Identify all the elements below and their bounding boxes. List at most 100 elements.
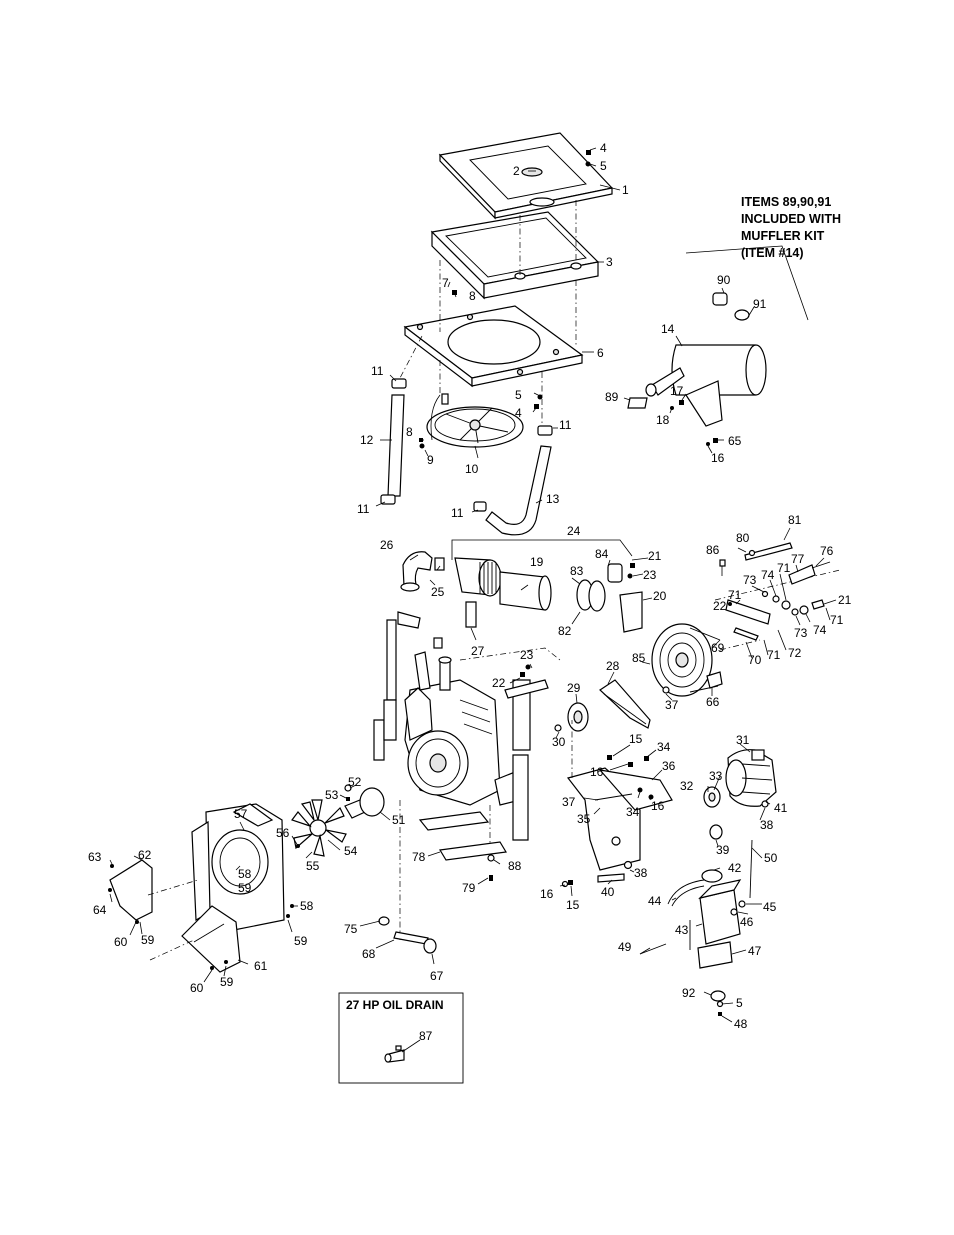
callout-50: 50 [764, 851, 778, 865]
lower-shroud-item-61 [181, 905, 241, 973]
callout-23-bracket: 23 [520, 648, 534, 662]
callout-61: 61 [254, 959, 268, 973]
callout-17: 17 [670, 384, 684, 398]
callout-6: 6 [597, 346, 604, 360]
callout-16-muffler: 16 [711, 451, 725, 465]
alternator-item-31 [703, 749, 777, 840]
callout-4-middle: 4 [515, 406, 522, 420]
fan-hub-item-51 [344, 784, 385, 819]
callout-79: 79 [462, 881, 476, 895]
callout-13: 13 [546, 492, 560, 506]
callout-90: 90 [717, 273, 731, 287]
callout-45: 45 [763, 900, 777, 914]
callout-85: 85 [632, 651, 646, 665]
callout-16-bracket-left: 16 [590, 765, 604, 779]
callout-7: 7 [442, 276, 449, 290]
callout-59-left: 59 [141, 933, 155, 947]
coolant-tank-item-43 [639, 839, 753, 1016]
callout-57: 57 [234, 807, 248, 821]
callout-86: 86 [706, 543, 720, 557]
muffler-kit-boundary [685, 245, 809, 321]
callout-27: 27 [471, 644, 485, 658]
callout-43: 43 [675, 923, 689, 937]
callout-37-bracket: 37 [562, 795, 576, 809]
left-bracket-rails [373, 611, 443, 761]
callout-14: 14 [661, 322, 675, 336]
callout-66: 66 [706, 695, 720, 709]
callout-41: 41 [774, 801, 788, 815]
oil-drain-hose-item-68 [147, 879, 437, 961]
callout-44: 44 [648, 894, 662, 908]
callout-83: 83 [570, 564, 584, 578]
callout-48: 48 [734, 1017, 748, 1031]
callout-68: 68 [362, 947, 376, 961]
callout-4-top: 4 [600, 141, 607, 155]
callout-59-lower: 59 [220, 975, 234, 989]
callout-labels: 1 2 3 4 5 6 7 8 11 5 4 12 8 9 11 10 11 1… [88, 141, 852, 1031]
callout-12: 12 [360, 433, 374, 447]
callout-70: 70 [748, 653, 762, 667]
callout-37-clutch: 37 [665, 698, 679, 712]
callout-76: 76 [820, 544, 834, 558]
callout-39: 39 [716, 843, 730, 857]
oil-drain-box-title: 27 HP OIL DRAIN [346, 998, 444, 1012]
callout-38-upper: 38 [760, 818, 774, 832]
muffler-note-line-2: INCLUDED WITH [741, 212, 841, 226]
muffler-note-line-3: MUFFLER KIT [741, 229, 825, 243]
callout-74-lower: 74 [813, 623, 827, 637]
callout-25: 25 [431, 585, 445, 599]
callout-11-upper-left: 11 [371, 364, 384, 378]
callout-63: 63 [88, 850, 102, 864]
clutch-item-69 [651, 623, 723, 697]
callout-77: 77 [791, 552, 805, 566]
callout-20: 20 [653, 589, 667, 603]
callout-71-upper: 71 [777, 561, 791, 575]
callout-81: 81 [788, 513, 802, 527]
plates-item-78 [418, 811, 507, 881]
oil-drain-box-callout: 87 [419, 1029, 433, 1043]
muffler-kit-parts [627, 292, 767, 446]
callout-21-intake: 21 [648, 549, 662, 563]
bolts-lower-middle [561, 860, 633, 888]
callout-5-lower: 5 [736, 996, 743, 1010]
callout-69: 69 [711, 641, 725, 655]
callout-1: 1 [622, 183, 629, 197]
callout-33: 33 [709, 769, 723, 783]
callout-23-intake: 23 [643, 568, 657, 582]
callout-18: 18 [656, 413, 670, 427]
callout-54: 54 [344, 844, 358, 858]
callout-75: 75 [344, 922, 358, 936]
muffler-note-line-4: (ITEM #14) [741, 246, 804, 260]
muffler-kit-note: ITEMS 89,90,91 INCLUDED WITH MUFFLER KIT… [741, 195, 841, 260]
callout-26: 26 [380, 538, 394, 552]
callout-8-lower: 8 [406, 425, 413, 439]
callout-34-upper: 34 [657, 740, 671, 754]
callout-16-bracket-right: 16 [651, 799, 665, 813]
callout-60-upper: 60 [114, 935, 128, 949]
callout-89: 89 [605, 390, 619, 404]
callout-56: 56 [276, 826, 290, 840]
callout-58-shroud: 58 [238, 867, 252, 881]
callout-59-shroud: 59 [238, 881, 252, 895]
callout-65: 65 [728, 434, 742, 448]
clutch-hardware-stack [714, 542, 841, 651]
callout-60-lower: 60 [190, 981, 204, 995]
callout-10: 10 [465, 462, 479, 476]
callout-24: 24 [567, 524, 581, 538]
callout-73-upper: 73 [743, 573, 757, 587]
callout-59-right: 59 [294, 934, 308, 948]
callout-40: 40 [601, 885, 615, 899]
callout-52: 52 [348, 775, 362, 789]
callout-32: 32 [680, 779, 694, 793]
callout-15-upper: 15 [629, 732, 643, 746]
callout-78: 78 [412, 850, 426, 864]
callout-64: 64 [93, 903, 107, 917]
callout-38-lower: 38 [634, 866, 648, 880]
callout-80: 80 [736, 531, 750, 545]
callout-11-lower-middle: 11 [451, 506, 464, 520]
callout-22-clutch: 22 [713, 599, 727, 613]
callout-88: 88 [508, 859, 522, 873]
callout-5-top: 5 [600, 159, 607, 173]
callout-36: 36 [662, 759, 676, 773]
